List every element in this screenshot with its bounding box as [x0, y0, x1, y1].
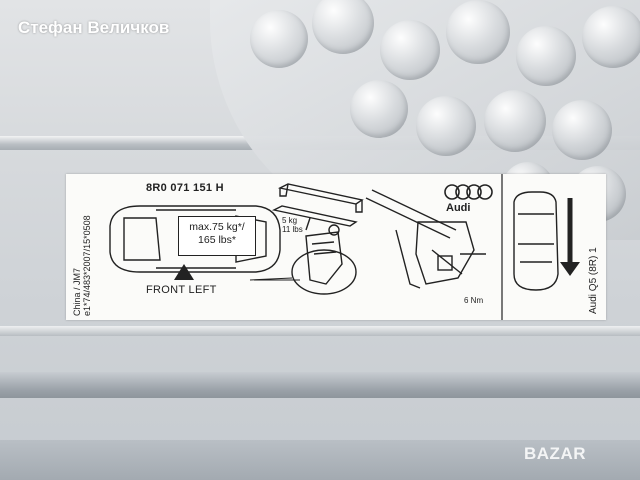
audi-rings-icon: [444, 184, 493, 200]
roof-ridge: [0, 372, 640, 398]
torque-label: 6 Nm: [464, 296, 484, 305]
mounting-foot-icon: [291, 224, 357, 295]
weight-label: 5 kg 11 lbs: [282, 216, 303, 234]
bar-clamp-icon: [365, 189, 486, 289]
max-load-kg: max.75 kg*/: [189, 221, 245, 233]
audi-model-text: Audi Q5 (8R) 1: [588, 247, 599, 314]
audi-brand-word: Audi: [446, 202, 471, 214]
front-left-label: FRONT LEFT: [146, 284, 217, 296]
sticker-drawings: [109, 174, 580, 320]
seller-watermark: Стефан Величков: [18, 18, 170, 37]
roof-ridge: [0, 326, 640, 336]
roof-bar-icon: [271, 183, 364, 231]
roof-rack-sticker: China / JM7 e1*74/483*2007/15*0508 8R0 0…: [66, 174, 606, 320]
roof-ridge: [0, 440, 640, 480]
car-side-icon: [513, 191, 559, 291]
max-load-lbs: 165 lbs*: [198, 234, 236, 246]
weight-kg: 5 kg: [282, 216, 298, 225]
part-number: 8R0 071 151 H: [146, 182, 224, 194]
weight-lbs: 11 lbs: [282, 225, 303, 234]
max-load-box: max.75 kg*/ 165 lbs*: [178, 216, 256, 256]
bazar-logo: BAZAR: [524, 444, 586, 463]
arrow-up-icon: [174, 264, 194, 280]
arrow-down-icon: [560, 198, 580, 276]
